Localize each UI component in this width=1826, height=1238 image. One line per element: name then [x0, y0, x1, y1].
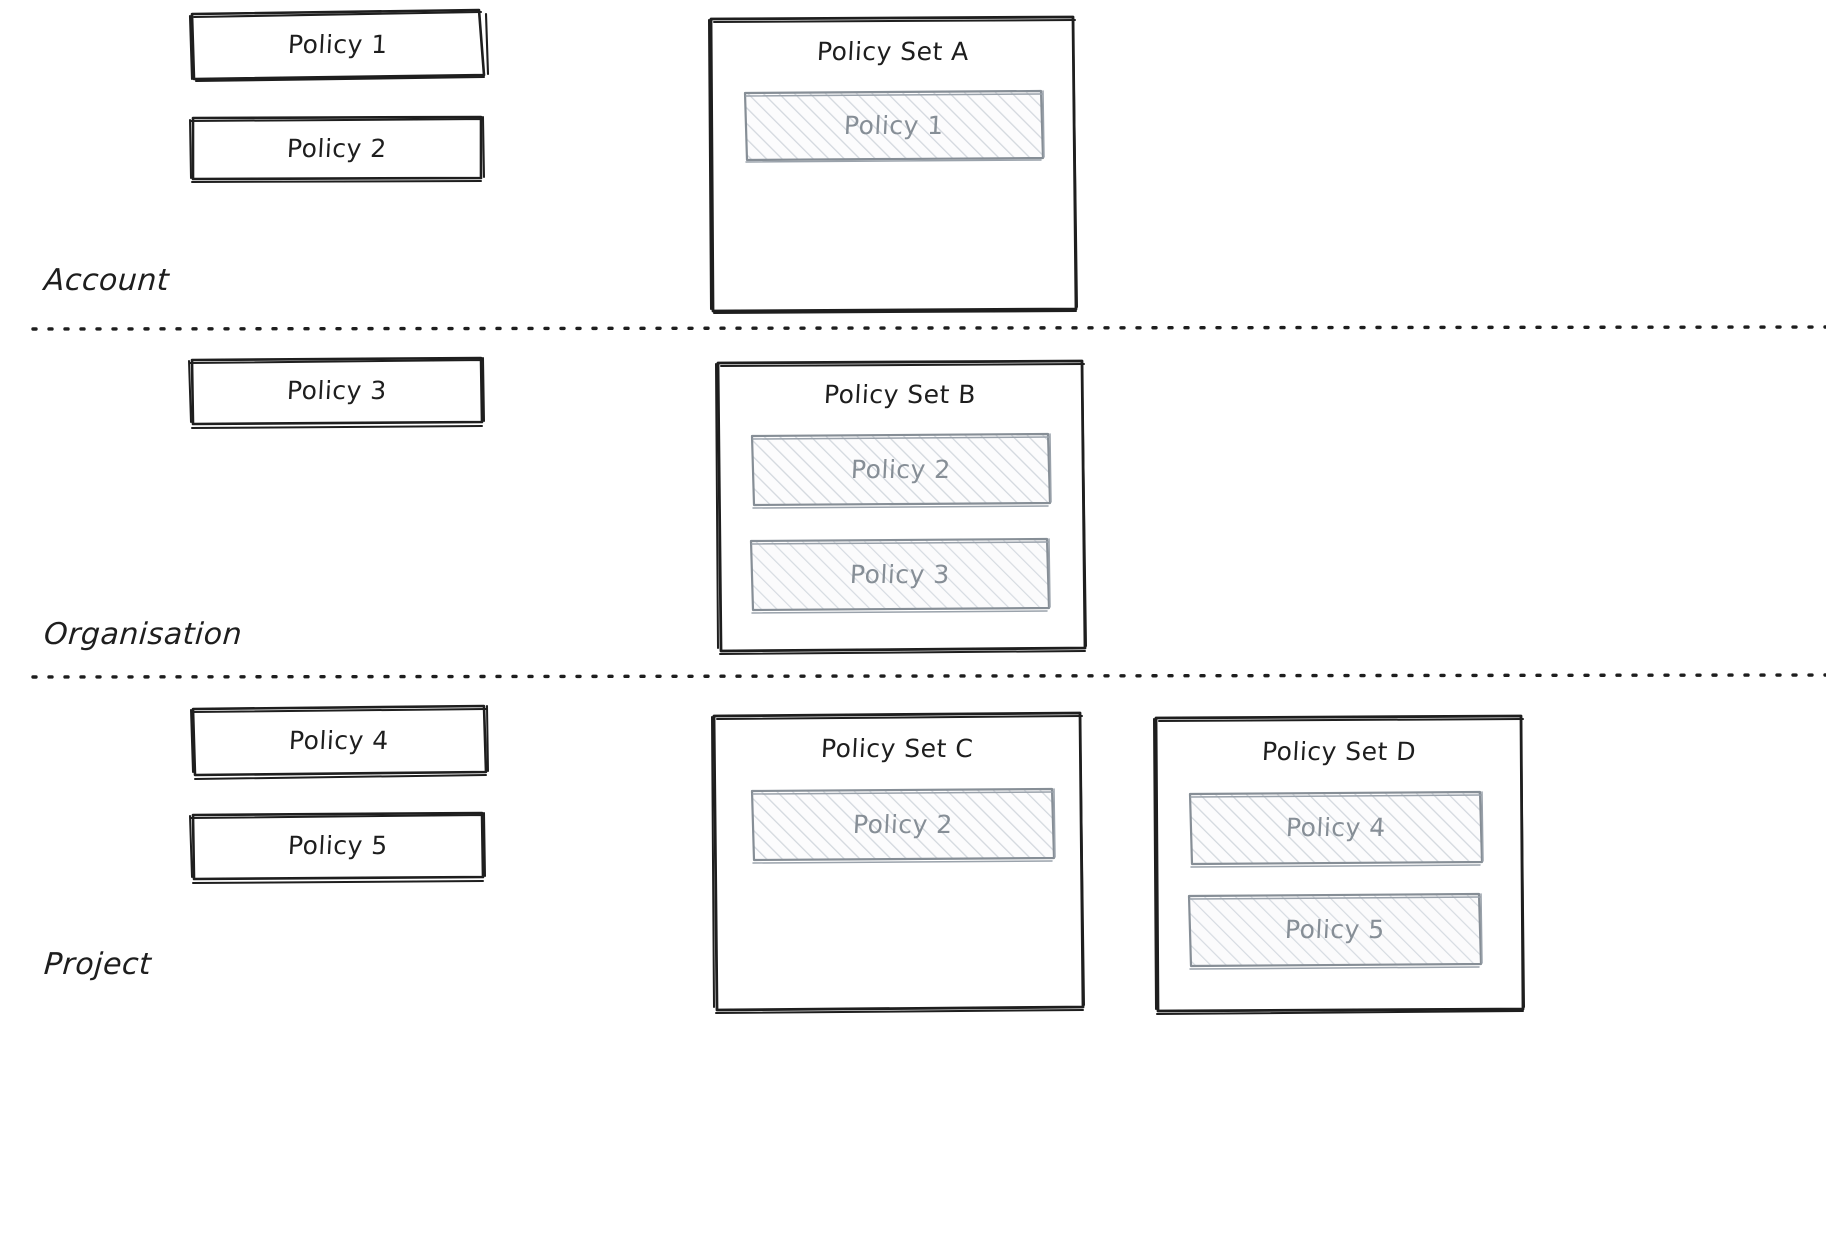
set-c-policy-2-box[interactable]: Policy 2 [752, 789, 1053, 859]
set-d-policy-4-shape[interactable] [1188, 790, 1484, 868]
policy-3-label: Policy 3 [286, 376, 388, 405]
policy-2-shape[interactable] [189, 115, 485, 183]
policy-1-shape[interactable] [188, 8, 490, 83]
policy-set-d-title-wrap: Policy Set D [1156, 730, 1522, 772]
policy-set-a-shape[interactable] [708, 15, 1078, 314]
set-b-policy-3-label: Policy 3 [848, 559, 951, 589]
policy-1-label: Policy 1 [287, 30, 389, 59]
policy-4-box[interactable]: Policy 4 [193, 707, 485, 773]
policy-set-c-shape[interactable] [711, 711, 1085, 1014]
set-d-policy-5-shape[interactable] [1187, 892, 1483, 970]
policy-set-d-shape[interactable] [1153, 714, 1525, 1015]
tier-label-account: Account [42, 263, 171, 298]
set-a-policy-1-label: Policy 1 [842, 110, 945, 140]
policy-5-shape[interactable] [189, 811, 486, 884]
policy-3-shape[interactable] [188, 356, 485, 429]
set-d-policy-5-box[interactable]: Policy 5 [1189, 894, 1480, 965]
set-b-policy-3-shape[interactable] [749, 537, 1051, 614]
policy-3-box[interactable]: Policy 3 [192, 358, 482, 423]
set-b-policy-2-label: Policy 2 [849, 454, 952, 484]
tier-label-project: Project [42, 947, 153, 982]
policy-set-d-title: Policy Set D [1261, 736, 1417, 766]
policy-set-b-shape[interactable] [715, 359, 1087, 655]
policy-set-a-title-wrap: Policy Set A [711, 30, 1075, 72]
set-d-policy-4-box[interactable]: Policy 4 [1190, 792, 1481, 863]
policy-set-a-title: Policy Set A [816, 36, 970, 66]
policy-2-box[interactable]: Policy 2 [193, 117, 481, 179]
separator-account-organisation [31, 325, 1826, 331]
set-a-policy-1-box[interactable]: Policy 1 [745, 91, 1042, 159]
set-d-policy-4-label: Policy 4 [1284, 813, 1387, 842]
policy-2-label: Policy 2 [286, 133, 388, 163]
policy-5-label: Policy 5 [287, 831, 389, 860]
policy-set-c-title: Policy Set C [820, 733, 975, 763]
set-b-policy-2-box[interactable]: Policy 2 [752, 434, 1049, 504]
set-b-policy-3-box[interactable]: Policy 3 [751, 539, 1048, 609]
policy-set-b-title-wrap: Policy Set B [718, 373, 1083, 415]
policy-set-b-title: Policy Set B [823, 379, 978, 409]
tier-label-organisation: Organisation [42, 617, 244, 652]
set-d-policy-5-label: Policy 5 [1283, 915, 1386, 944]
set-b-policy-2-shape[interactable] [750, 432, 1052, 509]
policy-4-label: Policy 4 [288, 725, 390, 755]
set-c-policy-2-shape[interactable] [750, 787, 1056, 864]
set-a-policy-1-shape[interactable] [743, 89, 1045, 163]
policy-5-box[interactable]: Policy 5 [193, 813, 483, 878]
policy-4-shape[interactable] [190, 704, 489, 780]
policy-1-box[interactable]: Policy 1 [192, 10, 484, 79]
set-c-policy-2-label: Policy 2 [851, 809, 954, 839]
separator-organisation-project [31, 673, 1826, 679]
policy-set-c-title-wrap: Policy Set C [714, 727, 1081, 769]
